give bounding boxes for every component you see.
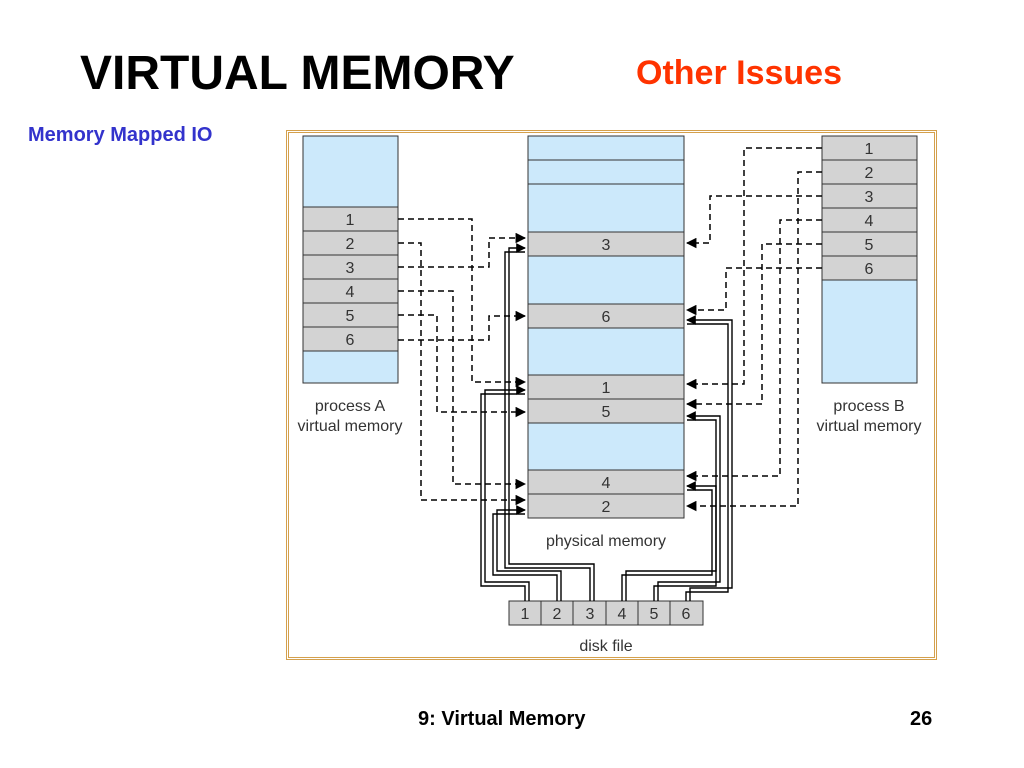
physical-frame (527, 469, 685, 495)
disk-block-label: 6 (682, 606, 691, 623)
mapping-b2-to-frame (685, 171, 822, 512)
mapping-b4-to-frame (685, 219, 822, 482)
mapping-a3-to-frame (398, 232, 527, 268)
process-b-page-label: 1 (865, 141, 874, 158)
process-b-page-label: 6 (865, 261, 874, 278)
mapping-a4-to-frame (398, 290, 527, 490)
physical-frame-label: 4 (602, 475, 611, 492)
physical-frame-label: 3 (602, 237, 611, 254)
process-a-page-cell (302, 206, 399, 232)
process-b-label: process B (833, 398, 904, 415)
disk-to-frame-3-inner (508, 243, 595, 601)
physical-memory-label: physical memory (546, 533, 666, 550)
process-a-mappings (398, 218, 527, 506)
process-a-free-top (302, 135, 399, 208)
disk-to-frame-2-inner (496, 505, 562, 601)
section-label: Memory Mapped IO (28, 124, 213, 146)
mapping-a5-to-frame (398, 314, 527, 418)
disk-to-frame-1-outer (480, 393, 526, 601)
process-b-free-bottom (821, 279, 918, 384)
disk-to-frame-5-outer (653, 419, 717, 601)
slide-subtitle: Other Issues (636, 54, 842, 92)
disk-to-frame-4-outer (621, 489, 713, 601)
mapping-b5-to-frame (685, 243, 822, 410)
physical-frame-label: 1 (602, 380, 611, 397)
disk-to-frame-6-outer (685, 323, 729, 601)
disk-block-label: 4 (618, 606, 627, 623)
slide-title: VIRTUAL MEMORY (80, 47, 515, 100)
physical-frame (527, 231, 685, 257)
process-a-free-bottom (302, 350, 399, 384)
process-a-page-label: 1 (346, 212, 355, 229)
physical-frame-label: 2 (602, 499, 611, 516)
disk-block (669, 600, 704, 626)
process-b-page-cell (821, 207, 918, 233)
physical-frame (527, 374, 685, 400)
disk-block-label: 1 (521, 606, 530, 623)
disk-to-frame-5-inner (657, 411, 721, 601)
mapping-a1-to-frame (398, 218, 527, 388)
disk-file-label: disk file (579, 638, 632, 655)
disk-file: 1 2 3 4 5 6 disk file (508, 600, 704, 655)
mapping-a6-to-frame (398, 310, 527, 341)
disk-to-frame-1-inner (484, 385, 530, 601)
physical-memory-free-region (527, 135, 685, 161)
physical-memory-free-region (527, 422, 685, 471)
process-a-page-label: 6 (346, 332, 355, 349)
process-b-page-label: 2 (865, 165, 874, 182)
disk-block-label: 2 (553, 606, 562, 623)
physical-memory: 3 6 1 5 4 2 physical memory (527, 135, 685, 550)
process-b-virtual-memory: 1 2 3 4 5 6 process B virtual memory (817, 135, 922, 435)
physical-frame-label: 6 (602, 309, 611, 326)
mapping-a2-to-frame (398, 242, 527, 506)
footer-chapter: 9: Virtual Memory (418, 708, 586, 730)
process-a-label: process A (315, 398, 386, 415)
process-b-page-cell (821, 231, 918, 257)
disk-mappings (480, 243, 733, 601)
process-b-sublabel: virtual memory (817, 418, 922, 435)
footer-page-number: 26 (910, 708, 933, 730)
physical-memory-free-region (527, 327, 685, 376)
mapping-b6-to-frame (685, 267, 822, 316)
process-a-sublabel: virtual memory (298, 418, 403, 435)
physical-memory-free-region (527, 255, 685, 305)
process-a-page-label: 2 (346, 236, 355, 253)
mapping-b3-to-frame (685, 195, 822, 249)
disk-to-frame-3-outer (504, 251, 591, 601)
process-b-page-label: 5 (865, 237, 874, 254)
process-a-virtual-memory: 1 2 3 4 5 6 process A virtual memory (298, 135, 403, 435)
disk-block (572, 600, 607, 626)
disk-to-frame-2-outer (492, 513, 558, 601)
process-a-page-cell (302, 230, 399, 256)
physical-frame (527, 493, 685, 519)
process-b-mappings (685, 147, 822, 512)
disk-block-label: 3 (586, 606, 595, 623)
process-a-page-label: 3 (346, 260, 355, 277)
mapping-b1-to-frame (685, 147, 822, 390)
physical-memory-free-region (527, 183, 685, 233)
process-a-page-cell (302, 278, 399, 304)
process-a-page-label: 4 (346, 284, 355, 301)
physical-memory-free-region (527, 159, 685, 185)
physical-frame (527, 303, 685, 329)
physical-frame-label: 5 (602, 404, 611, 421)
physical-frame (527, 398, 685, 424)
disk-block-label: 5 (650, 606, 659, 623)
process-a-page-label: 5 (346, 308, 355, 325)
disk-to-frame-6-inner (686, 315, 733, 601)
process-b-page-label: 3 (865, 189, 874, 206)
process-b-page-label: 4 (865, 213, 874, 230)
